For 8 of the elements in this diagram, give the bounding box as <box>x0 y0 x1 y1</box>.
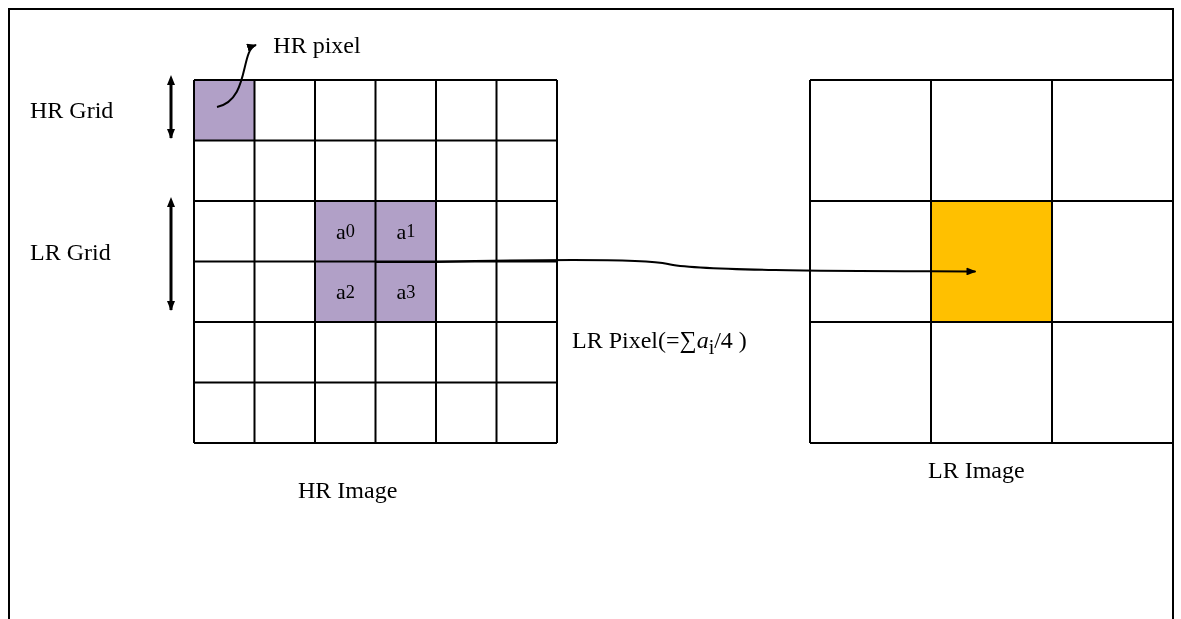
caption-text: HR Image <box>298 478 398 502</box>
dimension-label: LR Grid <box>30 240 111 264</box>
formula-label: LR Pixel(=∑a$_{i}$/4 ) <box>572 328 747 357</box>
callout-text: HR pixel <box>262 30 372 60</box>
dimension-label: HR Grid <box>30 98 114 122</box>
arrow <box>216 44 257 108</box>
pixel-cell <box>931 201 1052 322</box>
caption-text: LR Image <box>928 458 1025 482</box>
